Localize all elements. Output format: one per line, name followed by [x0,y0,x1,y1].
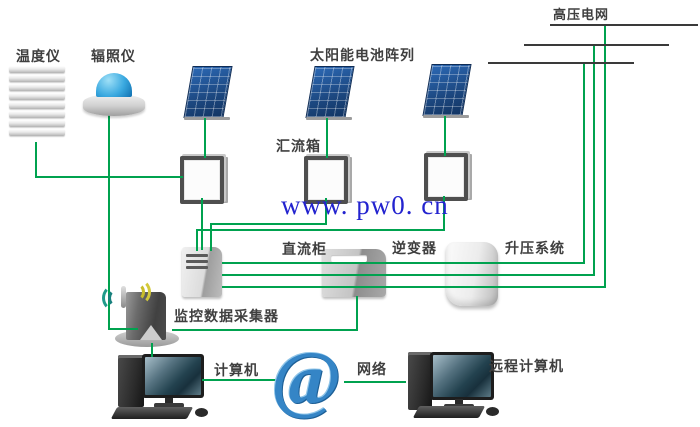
label-hv-grid: 高压电网 [553,7,610,22]
solar-panel-icon [422,64,472,116]
connector-combiner2-horizontal [210,223,327,225]
solar-panel-icon [305,66,355,118]
connector-irradiance-to-collector [108,114,110,330]
network-at-icon: @ [271,337,342,421]
combiner-box-icon [180,156,224,204]
connector-collector-to-computer [151,343,153,357]
label-boost-system: 升压系统 [505,240,565,256]
combiner-box-icon [424,153,468,201]
connector-panel1-to-combiner1 [204,118,206,158]
computer-monitor-icon [142,354,204,398]
watermark-url: www. pw0. cn [281,190,449,220]
connector-combiner2-down [325,198,327,225]
remote-mouse-icon [486,407,499,416]
monitor-stand [165,398,173,405]
connector-temp-down [35,142,37,178]
temperature-sensor-icon [9,66,65,138]
label-irradiance: 辐照仪 [91,48,136,64]
solar-panel-base [306,117,352,120]
hv-grid-line-1 [550,24,698,26]
connector-dc-bus-mid [222,274,595,276]
dc-cabinet-tower-icon [182,247,222,297]
label-solar-array: 太阳能电池阵列 [310,47,415,63]
label-combiner: 汇流箱 [276,138,321,154]
hv-grid-line-2 [524,44,669,46]
label-network: 网络 [357,361,387,377]
hv-grid-line-3 [488,62,634,64]
connector-combiner1-to-dccabinet [201,198,203,250]
connector-cabinet-to-collector [172,329,358,331]
connector-dc-bus-bottom [222,286,606,288]
inverter-cabinet-icon [322,249,386,297]
label-computer: 计算机 [214,362,259,378]
label-collector: 监控数据采集器 [174,308,279,324]
label-dc-cabinet: 直流柜 [282,241,327,257]
connector-combiner3-down [443,196,445,231]
keyboard-icon [110,407,194,419]
solar-panel-icon [183,66,233,118]
mouse-icon [195,408,208,417]
cabinet-slot [331,255,367,262]
solar-panel-base [423,115,469,118]
sensor-dome [96,73,132,97]
label-remote-computer: 远程计算机 [489,358,564,374]
solar-panel-base [184,117,230,120]
sensor-cylinder [83,94,145,116]
connector-panel3-to-combiner3 [444,116,446,156]
connector-dc-bus-top [222,262,585,264]
label-temperature: 温度仪 [16,48,61,64]
connector-combiner3-horizontal [196,229,445,231]
irradiance-sensor-icon [83,73,145,118]
connector-riser-mid [593,44,595,276]
remote-monitor-icon [430,352,494,400]
connector-computer-to-network [202,379,277,381]
monitor-stand-base [154,403,184,408]
connector-combiner3-into-cabinet [196,229,198,251]
wifi-wave-icon [127,279,151,305]
connector-network-to-remote [344,381,406,383]
remote-tower-icon [408,352,432,410]
connector-combiner2-into-cabinet [210,223,212,251]
computer-tower-icon [118,355,144,407]
wifi-wave-icon [102,285,126,311]
connector-cabinet-down [356,296,358,331]
connector-irradiance-elbow [108,328,138,330]
connector-panel2-to-combiner2 [326,118,328,158]
remote-keyboard-icon [412,406,486,418]
remote-monitor-stand [455,399,463,406]
connector-riser-left [583,62,585,264]
combiner-box-icon [304,156,348,204]
label-inverter: 逆变器 [392,240,437,256]
collector-front-panel [140,325,162,340]
connector-riser-right [604,24,606,288]
